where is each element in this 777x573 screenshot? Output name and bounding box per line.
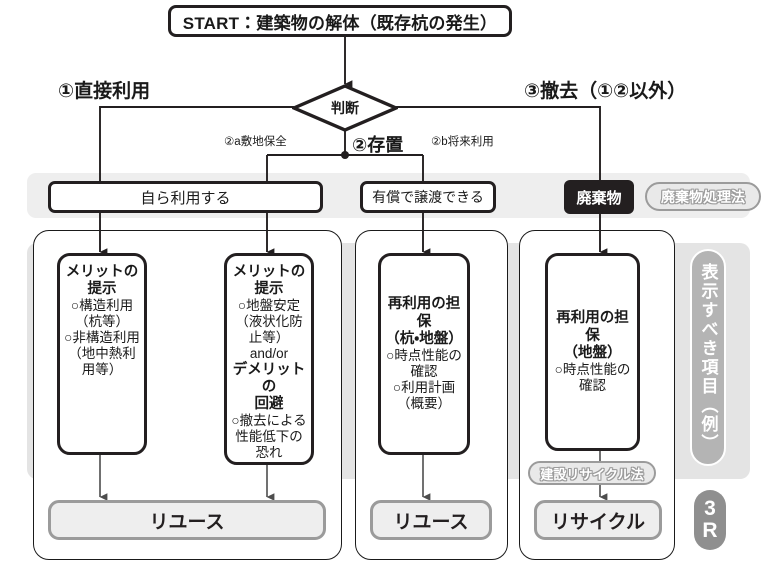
- badge-waste-disposal-law: 廃棄物処理法: [645, 182, 761, 211]
- side-label-display-items: 表示すべき項目（例）: [690, 249, 726, 466]
- badge-3r-line2: R: [702, 519, 718, 542]
- content-line: ○時点性能の: [386, 347, 462, 363]
- content-line: ○構造利用: [70, 298, 134, 314]
- content-line: ○時点性能の: [554, 361, 631, 377]
- content-heading-secondary: デメリットの 回避: [232, 361, 306, 413]
- badge-3r-line1: 3: [704, 496, 716, 520]
- content-box-merit-direct: メリットの 提示 ○構造利用 （杭等） ○非構造利用 （地中熱利 用等）: [57, 253, 147, 455]
- content-heading: 再利用の担保 （杭・地盤）: [385, 296, 463, 347]
- content-line: ○利用計画: [392, 379, 456, 395]
- branch-label-direct-use: ①直接利用: [58, 81, 151, 102]
- sublabel-future-use: ②b将来利用: [431, 136, 494, 148]
- content-line: （杭等）: [75, 314, 129, 330]
- branch-label-preserve: ②存置: [352, 135, 404, 155]
- content-line: 恐れ: [255, 445, 283, 461]
- content-line: ○非構造利用: [64, 330, 140, 346]
- category-box-paid-transfer: 有償で譲渡できる: [360, 181, 496, 213]
- content-line: （地中熱利: [68, 345, 136, 361]
- badge-3r: 3 R: [694, 490, 726, 550]
- decision-label: 判断: [331, 100, 359, 116]
- result-box-recycle: リサイクル: [534, 500, 662, 540]
- content-line: ○撤去による: [231, 413, 307, 429]
- category-box-waste: 廃棄物: [564, 180, 634, 214]
- content-line: ○地盤安定: [237, 298, 301, 314]
- sublabel-site-preservation: ②a敷地保全: [224, 136, 287, 148]
- branch-label-removal: ③撤去（①②以外）: [524, 81, 687, 102]
- badge-construction-recycle-law: 建設リサイクル法: [528, 461, 656, 485]
- content-line: （液状化防: [235, 314, 303, 330]
- content-line: 性能低下の: [235, 429, 303, 445]
- content-line: 用等）: [81, 361, 123, 377]
- content-box-merit-preserve: メリットの 提示 ○地盤安定 （液状化防 止等） and/or デメリットの 回…: [224, 253, 314, 465]
- content-line: 止等）: [248, 330, 290, 346]
- content-heading: メリットの 提示: [232, 264, 306, 298]
- start-box: START：建築物の解体（既存杭の発生）: [168, 5, 512, 37]
- content-box-reuse-guarantee-ground: 再利用の担保 （地盤） ○時点性能の 確認: [545, 253, 640, 451]
- junction-dot: [341, 151, 349, 159]
- category-box-self-use: 自ら利用する: [48, 181, 323, 213]
- content-connector-text: and/or: [249, 345, 289, 361]
- content-box-reuse-guarantee-pile: 再利用の担保 （杭・地盤） ○時点性能の 確認 ○利用計画 （概要）: [378, 253, 470, 455]
- result-box-reuse-2: リユース: [370, 500, 492, 540]
- content-heading: メリットの 提示: [65, 264, 139, 298]
- result-box-reuse-1: リユース: [48, 500, 326, 540]
- content-line: 確認: [410, 363, 438, 379]
- content-line: （概要）: [397, 395, 451, 411]
- content-line: 確認: [579, 377, 606, 393]
- content-heading: 再利用の担保 （地盤）: [556, 310, 629, 361]
